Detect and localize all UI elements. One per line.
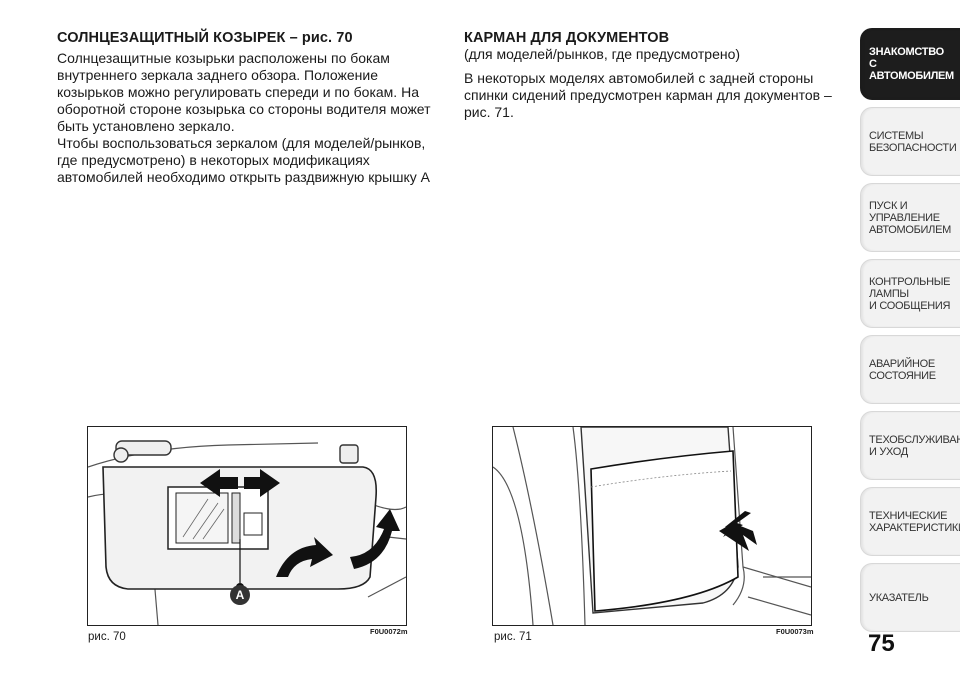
tab-technical-specs[interactable]: ТЕХНИЧЕСКИЕ ХАРАКТЕРИСТИКИ <box>860 487 960 556</box>
document-pocket <box>590 450 739 612</box>
tab-maintenance[interactable]: ТЕХОБСЛУЖИВАНИЕ И УХОД <box>860 411 960 480</box>
tab-label: ЗНАКОМСТВО С АВТОМОБИЛЕМ <box>869 46 954 82</box>
right-column: КАРМАН ДЛЯ ДОКУМЕНТОВ (для моделей/рынко… <box>464 30 849 121</box>
tab-label: КОНТРОЛЬНЫЕ ЛАМПЫ И СООБЩЕНИЯ <box>869 275 951 312</box>
left-column: СОЛНЦЕЗАЩИТНЫЙ КОЗЫРЕК – рис. 70 Солнцез… <box>57 30 442 186</box>
vanity-mirror <box>167 486 269 550</box>
callout-a-marker <box>230 585 250 605</box>
sun-visor-paragraph-1: Солнцезащитные козырьки расположены по б… <box>57 50 431 134</box>
seat-pocket-illustration <box>493 427 811 625</box>
tab-label: ТЕХНИЧЕСКИЕ ХАРАКТЕРИСТИКИ <box>869 509 960 534</box>
section-heading-sun-visor: СОЛНЦЕЗАЩИТНЫЙ КОЗЫРЕК – рис. 70 <box>57 30 353 46</box>
tab-safety[interactable]: СИСТЕМЫ БЕЗОПАСНОСТИ <box>860 107 960 176</box>
tab-label: ПУСК И УПРАВЛЕНИЕ АВТОМОБИЛЕМ <box>869 199 951 236</box>
tab-starting-driving[interactable]: ПУСК И УПРАВЛЕНИЕ АВТОМОБИЛЕМ <box>860 183 960 252</box>
sun-visor-illustration: A <box>88 440 406 625</box>
figure-71-code: F0U0073m <box>776 627 814 636</box>
callout-a-label: A <box>236 588 245 602</box>
document-pocket-paragraph: В некоторых моделях автомобилей с задней… <box>464 70 832 120</box>
slide-arrow-icon <box>200 469 280 497</box>
tab-index[interactable]: УКАЗАТЕЛЬ <box>860 563 960 632</box>
figure-71-document-pocket <box>492 426 812 626</box>
tab-warning-lights[interactable]: КОНТРОЛЬНЫЕ ЛАМПЫ И СООБЩЕНИЯ <box>860 259 960 328</box>
tab-label: АВАРИЙНОЕ СОСТОЯНИЕ <box>869 357 936 382</box>
chapter-tabs: ЗНАКОМСТВО С АВТОМОБИЛЕМ СИСТЕМЫ БЕЗОПАС… <box>860 28 960 639</box>
section-heading-document-pocket: КАРМАН ДЛЯ ДОКУМЕНТОВ <box>464 30 670 46</box>
rotate-arrow-icon <box>276 509 400 577</box>
visor-mount <box>113 440 359 464</box>
document-pocket-subheading: (для моделей/рынков, где предусмотрено) <box>464 46 741 62</box>
figure-70-sun-visor: A <box>87 426 407 626</box>
tab-label: ТЕХОБСЛУЖИВАНИЕ И УХОД <box>869 433 960 458</box>
figure-70-code: F0U0072m <box>370 627 408 636</box>
figure-71-caption: рис. 71 <box>494 631 532 643</box>
tab-introduction[interactable]: ЗНАКОМСТВО С АВТОМОБИЛЕМ <box>860 28 960 100</box>
tab-emergency[interactable]: АВАРИЙНОЕ СОСТОЯНИЕ <box>860 335 960 404</box>
sun-visor-paragraph-2: Чтобы воспользоваться зеркалом (для моде… <box>57 135 430 185</box>
tab-label: УКАЗАТЕЛЬ <box>869 591 929 604</box>
tab-label: СИСТЕМЫ БЕЗОПАСНОСТИ <box>869 129 957 154</box>
figure-70-caption: рис. 70 <box>88 631 126 643</box>
page-number: 75 <box>868 630 895 657</box>
